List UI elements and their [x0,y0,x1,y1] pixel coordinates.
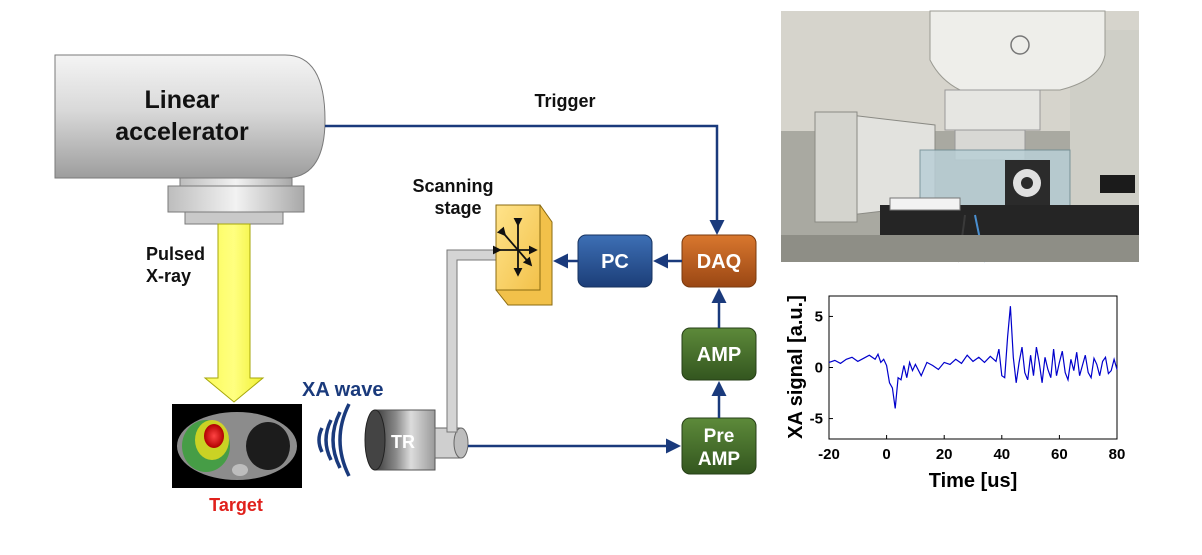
x-tick-label: 0 [882,446,890,463]
xa-wave: XA wave [302,379,384,477]
signal-connections [468,253,727,454]
xa-wave-label: XA wave [302,379,384,401]
xa-signal-series-line [828,306,1118,409]
pulsed-label-line1: Pulsed [146,244,205,264]
x-tick-label: 80 [1109,446,1126,463]
y-tick-label: -5 [810,411,823,428]
xray-beam: Pulsed X-ray [146,223,265,403]
chart-ticks: -20 0 20 40 60 80 -5 0 5 [810,308,1126,463]
daq-block: DAQ [681,234,757,288]
y-tick-label: 0 [815,360,823,377]
x-tick-label: 20 [936,446,953,463]
preamp-label-line2: AMP [698,449,741,470]
chart-plot-area [828,295,1118,440]
trigger-label: Trigger [534,91,595,111]
linac-photo [781,10,1139,263]
target-label: Target [209,495,263,515]
pc-label: PC [601,251,629,273]
linear-accelerator: Linear accelerator [54,54,326,225]
scanning-arm [446,249,501,433]
preamp-block: Pre AMP [681,417,757,475]
daq-label: DAQ [697,251,741,273]
y-tick-label: 5 [815,308,823,325]
amp-block: AMP [681,327,757,381]
stage-label-line2: stage [434,198,481,218]
chart-xlabel: Time [us] [929,470,1018,492]
linac-label-line2: accelerator [115,118,249,146]
chart-ylabel: XA signal [a.u.] [785,295,807,439]
amp-label: AMP [697,344,741,366]
x-tick-label: 40 [993,446,1010,463]
transducer: TR [364,409,469,471]
xa-signal-chart: -20 0 20 40 60 80 -5 0 5 Time [us] XA signal [a.… [785,295,1125,492]
x-tick-label: 60 [1051,446,1068,463]
preamp-label-line1: Pre [704,426,735,447]
stage-label-line1: Scanning [412,176,493,196]
x-tick-label: -20 [818,446,840,463]
tr-label: TR [391,432,415,452]
target-ct-image: Target [172,404,302,515]
pulsed-label-line2: X-ray [146,266,191,286]
linac-label-line1: Linear [144,86,219,114]
trigger-line: Trigger [325,91,725,235]
scanning-stage: Scanning stage [412,176,553,306]
pc-block: PC [577,234,653,288]
